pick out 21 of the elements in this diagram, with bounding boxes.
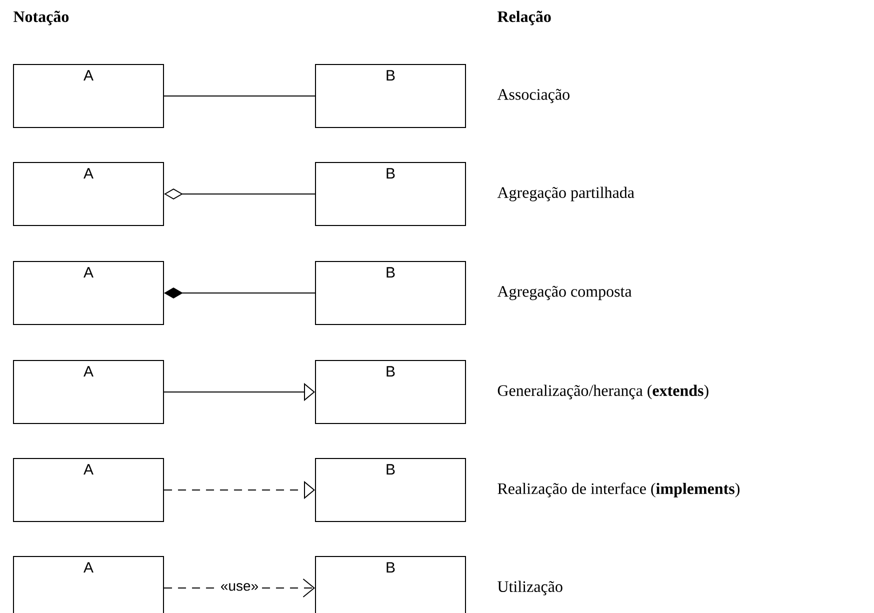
- relation-name: Agregação partilhada: [497, 186, 634, 202]
- class-box: B: [315, 556, 466, 613]
- class-box: B: [315, 64, 466, 128]
- relation-name: Utilização: [498, 580, 562, 596]
- class-box: A: [13, 261, 164, 325]
- class-box: B: [315, 360, 466, 424]
- relation-name: Generalização/herança (extends): [498, 384, 708, 400]
- class-box: B: [315, 261, 466, 325]
- class-box: A: [13, 458, 164, 522]
- class-box: A: [13, 556, 164, 613]
- class-box: A: [13, 64, 164, 128]
- class-box: B: [315, 458, 466, 522]
- column-heading: Relação: [497, 10, 551, 26]
- class-box: B: [315, 162, 466, 226]
- relation-name: Associação: [497, 88, 570, 104]
- class-box: A: [13, 360, 164, 424]
- class-box: A: [13, 162, 164, 226]
- edge-label: «use»: [219, 582, 260, 592]
- relation-name: Realização de interface (implements): [498, 482, 740, 498]
- column-heading: Notação: [14, 10, 69, 26]
- relation-name: Agregação composta: [497, 286, 632, 300]
